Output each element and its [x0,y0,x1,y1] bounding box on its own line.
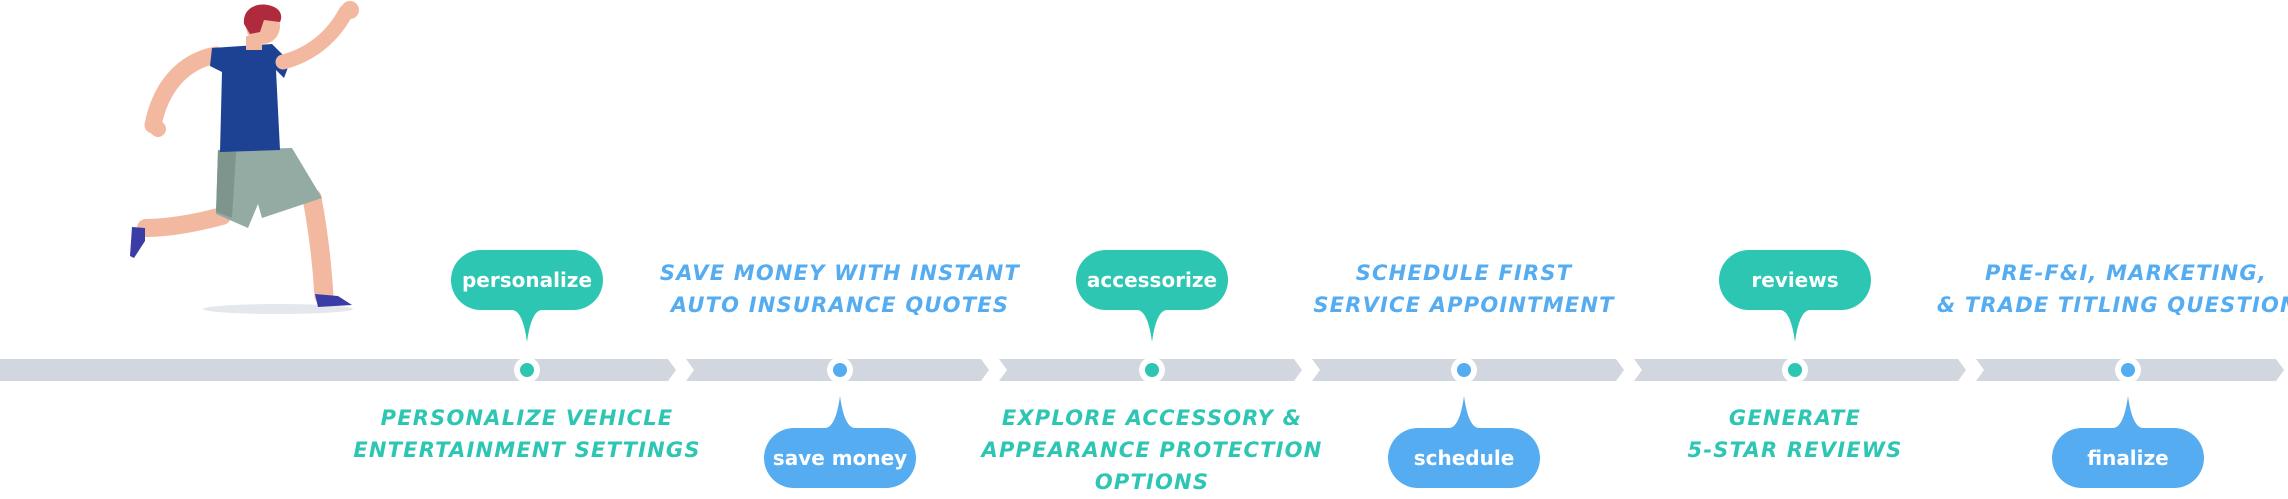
step-description-line: AUTO INSURANCE QUOTES [669,293,1009,317]
step-description-line: SERVICE APPOINTMENT [1313,293,1615,317]
step-pill [451,250,603,342]
step-description-line: GENERATE [1729,406,1861,430]
step-description-line: PRE-F&I, MARKETING, [1985,261,2267,285]
step-schedule: schedule SCHEDULE FIRST SERVICE APPOINTMEN… [1313,261,1615,488]
step-dot [1788,363,1802,377]
running-person-illustration [130,1,359,314]
step-description-line: PERSONALIZE VEHICLE [381,406,674,430]
step-description-line: & TRADE TITLING QUESTIONS [1937,293,2288,317]
step-pill [1719,250,1871,342]
step-pill-label: reviews [1751,268,1838,292]
step-dot [520,363,534,377]
track-segment [0,359,676,381]
step-description-line: 5-STAR REVIEWS [1688,438,1903,462]
step-pill [1388,396,1540,488]
step-description-line: EXPLORE ACCESSORY & [1002,406,1302,430]
step-description-line: ENTERTAINMENT SETTINGS [353,438,700,462]
step-dot [1457,363,1471,377]
step-dot [1145,363,1159,377]
step-description-line: OPTIONS [1095,470,1209,494]
step-pill [764,396,916,488]
step-pill-label: personalize [462,268,592,292]
step-description-line: SCHEDULE FIRST [1356,261,1573,285]
step-pill-label: save money [773,446,907,470]
step-dot [2121,363,2135,377]
step-description-line: SAVE MONEY WITH INSTANT [660,261,1021,285]
step-finalize: finalize PRE-F&I, MARKETING, & TRADE TITLI… [1937,261,2288,488]
step-save-money: save money SAVE MONEY WITH INSTANT AUTO IN… [660,261,1021,488]
step-dot [833,363,847,377]
step-pill [2052,396,2204,488]
step-pill-label: finalize [2087,446,2168,470]
step-pill [1076,250,1228,342]
step-pill-label: schedule [1414,446,1515,470]
step-description-line: APPEARANCE PROTECTION [980,438,1323,462]
step-pill-label: accessorize [1087,268,1217,292]
